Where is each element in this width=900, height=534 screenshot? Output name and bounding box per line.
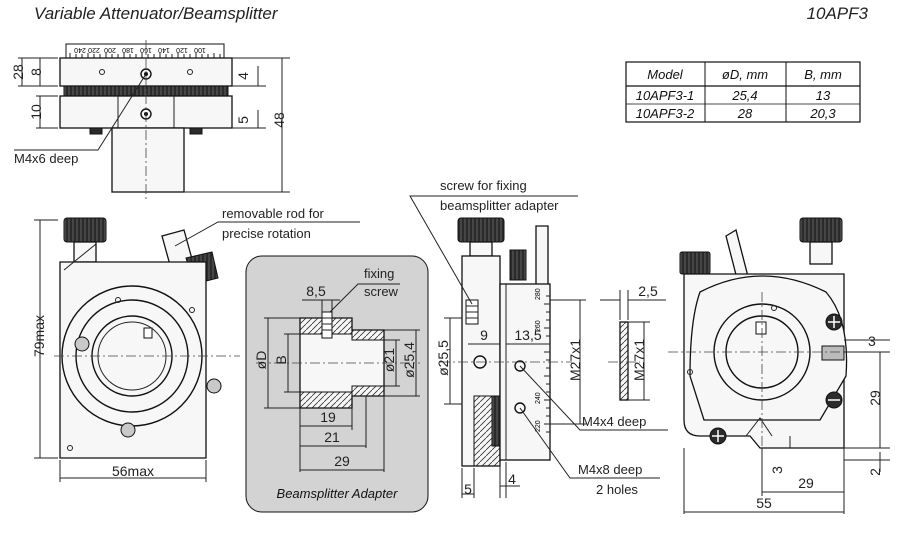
scale-label: 180 <box>122 46 134 53</box>
dim-21: 21 <box>324 429 340 445</box>
note-m4x4: M4x4 deep <box>582 414 646 429</box>
scale-label: 240 <box>74 46 86 53</box>
scale-label: 200 <box>104 46 116 53</box>
adapter-caption: Beamsplitter Adapter <box>277 486 399 501</box>
top-view: 100 120 140 160 180 200 220 240 M4x6 dee… <box>10 40 290 200</box>
dim-5-side: 5 <box>464 481 472 497</box>
dim-m27-ring: M27x1 <box>631 339 647 381</box>
front-view: removable rod for precise rotation 79max… <box>31 206 360 482</box>
table-header: Model <box>647 67 684 82</box>
callout-rod-line2: precise rotation <box>222 226 311 241</box>
note-m4x8-line1: M4x8 deep <box>578 462 642 477</box>
callout-screw-line2: beamsplitter adapter <box>440 198 559 213</box>
dim-B: B <box>273 355 289 364</box>
dim-4-side: 4 <box>508 471 516 487</box>
table-cell: 25,4 <box>731 88 757 103</box>
dim-3-back: 3 <box>868 333 876 349</box>
table-cell: 10APF3-1 <box>636 88 695 103</box>
table-header: B, mm <box>804 67 842 82</box>
table-cell: 10APF3-2 <box>636 106 695 121</box>
document-title: Variable Attenuator/Beamsplitter <box>34 4 279 23</box>
table-cell: 28 <box>737 106 753 121</box>
dim-56max: 56max <box>112 463 154 479</box>
dim-5: 5 <box>235 116 251 124</box>
side-scale-label: 280 <box>535 288 542 300</box>
table-header: øD, mm <box>722 67 768 82</box>
dim-3-bottom: 3 <box>769 466 785 474</box>
fixing-screw-label2: screw <box>364 284 399 299</box>
dim-phi21: ø21 <box>381 348 397 372</box>
dim-phi25-4: ø25,4 <box>401 342 417 378</box>
back-view: 3 29 2 3 29 55 <box>668 217 890 514</box>
scale-label: 120 <box>176 46 188 53</box>
dim-9: 9 <box>480 327 488 343</box>
dim-29-horizontal: 29 <box>798 475 814 491</box>
threaded-ring: 2,5 M27x1 <box>600 283 666 401</box>
callout-rod-line1: removable rod for <box>222 206 325 221</box>
dim-48: 48 <box>271 112 287 128</box>
side-scale-label: 240 <box>535 392 542 404</box>
fixing-screw-label1: fixing <box>364 266 394 281</box>
model-number: 10APF3 <box>807 4 869 23</box>
callout-screw-line1: screw for fixing <box>440 178 527 193</box>
scale-ticks <box>69 53 221 58</box>
dim-29-vertical: 29 <box>867 390 883 406</box>
dim-55: 55 <box>756 495 772 511</box>
adapter-panel: fixing screw 8,5 øD B ø21 ø25,4 19 21 29… <box>245 255 429 513</box>
page-header: Variable Attenuator/Beamsplitter 10APF3 <box>34 4 869 23</box>
dim-13-5: 13,5 <box>514 327 541 343</box>
scale-label: 220 <box>88 46 100 53</box>
dim-10: 10 <box>28 104 44 120</box>
dim-phi25-5: ø25,5 <box>435 340 451 376</box>
model-table: Model øD, mm B, mm 10APF3-1 25,4 13 10AP… <box>625 61 861 123</box>
dim-phiD: øD <box>253 351 269 370</box>
note-m4x6: M4x6 deep <box>14 151 78 166</box>
side-scale-label: 220 <box>535 420 542 432</box>
dim-8: 8 <box>28 68 44 76</box>
dim-19: 19 <box>320 409 336 425</box>
dim-29: 29 <box>334 453 350 469</box>
dim-2-back: 2 <box>867 468 883 476</box>
dim-28: 28 <box>10 64 26 80</box>
dim-79max: 79max <box>31 315 47 357</box>
dim-m27-side: M27x1 <box>567 339 583 381</box>
side-view: 280 260 240 220 screw for fixing beamspl… <box>409 178 668 498</box>
scale-label: 140 <box>158 46 170 53</box>
side-scale-label: 260 <box>535 320 542 332</box>
dim-8-5: 8,5 <box>306 283 326 299</box>
dim-4: 4 <box>235 72 251 80</box>
note-m4x8-line2: 2 holes <box>596 482 638 497</box>
table-cell: 20,3 <box>809 106 836 121</box>
table-cell: 13 <box>816 88 831 103</box>
scale-label: 100 <box>194 46 206 53</box>
dim-2-5: 2,5 <box>638 283 658 299</box>
